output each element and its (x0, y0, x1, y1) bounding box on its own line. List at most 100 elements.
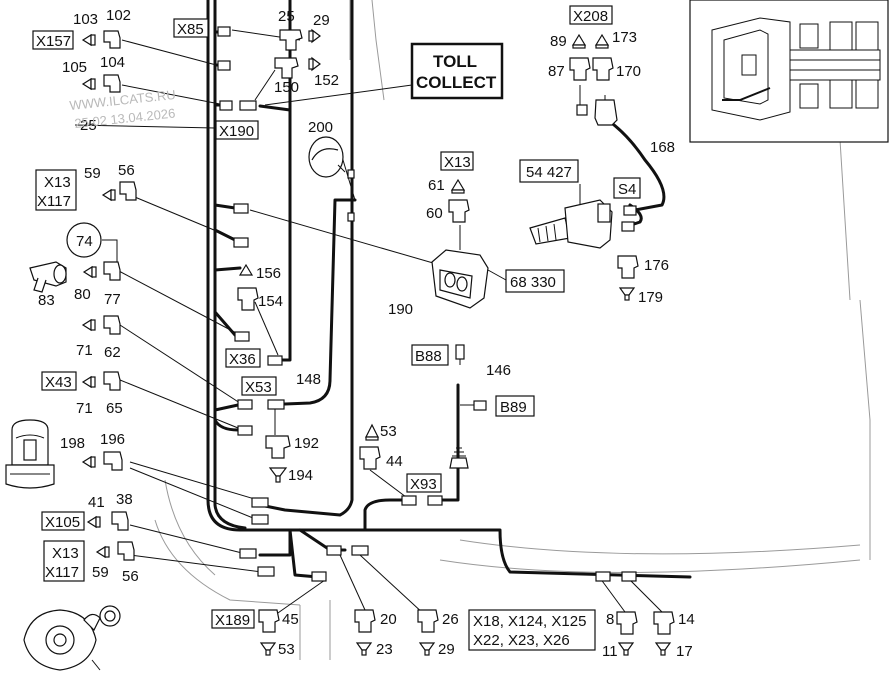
svg-text:8: 8 (606, 611, 614, 628)
boxed-label-x13-c[interactable]: X13 (440, 151, 474, 171)
svg-text:61: 61 (428, 177, 445, 194)
boxed-label-x13-x117-a[interactable]: X13 X117 (35, 169, 77, 211)
svg-text:62: 62 (104, 344, 121, 361)
boxed-label-x85[interactable]: X85 (173, 18, 209, 38)
boxed-label-x53[interactable]: X53 (241, 376, 277, 396)
svg-text:87: 87 (548, 63, 565, 80)
main-harness (206, 0, 692, 579)
leaders (74, 29, 663, 616)
svg-text:156: 156 (256, 265, 281, 282)
callout-74 (66, 222, 102, 258)
housing-154-icon (237, 287, 259, 311)
watermark: WWW.ILCATS.RU 25.02 13.04.2026 (69, 87, 177, 131)
svg-text:25: 25 (80, 117, 97, 134)
pin-29-icon (308, 28, 321, 44)
svg-text:89: 89 (550, 33, 567, 50)
boxed-label-x189[interactable]: X189 (211, 609, 255, 629)
svg-text:X190: X190 (219, 123, 254, 140)
boxed-label-b89[interactable]: B89 (495, 395, 535, 417)
pin-71b-icon (81, 375, 96, 389)
housing-25-icon (279, 29, 303, 51)
boxed-label-54427[interactable]: 54 427 (519, 159, 579, 183)
boxed-label-x208[interactable]: X208 (569, 5, 613, 25)
svg-text:41: 41 (88, 494, 105, 511)
svg-text:X93: X93 (410, 476, 437, 493)
toll-collect-leader (264, 84, 413, 106)
svg-text:59: 59 (84, 165, 101, 182)
svg-text:TOLL: TOLL (433, 52, 477, 71)
switch-54427-icon (529, 184, 613, 249)
terminal-29b-icon (418, 642, 436, 656)
housing-104-icon (103, 74, 121, 93)
harness-connectors (217, 26, 637, 582)
boxed-label-x93[interactable]: X93 (406, 473, 442, 493)
pin-105-icon (81, 77, 96, 91)
pin-103-icon (81, 33, 96, 47)
housing-56b-icon (117, 541, 135, 561)
svg-text:56: 56 (118, 162, 135, 179)
svg-text:103: 103 (73, 11, 98, 28)
terminal-11-icon (617, 642, 635, 656)
svg-text:53: 53 (278, 641, 295, 658)
svg-text:54 427: 54 427 (526, 164, 572, 181)
svg-text:173: 173 (612, 29, 637, 46)
connector-symbols (81, 28, 675, 656)
svg-text:X53: X53 (245, 379, 272, 396)
svg-text:20: 20 (380, 611, 397, 628)
boxed-label-s4[interactable]: S4 (613, 177, 641, 199)
svg-text:11: 11 (602, 643, 618, 660)
housing-62-icon (103, 315, 121, 335)
boxed-label-b88[interactable]: B88 (411, 344, 449, 366)
pin-41-icon (86, 515, 101, 529)
svg-text:X43: X43 (45, 374, 72, 391)
svg-text:X13: X13 (44, 174, 71, 191)
housing-20-icon (354, 609, 376, 633)
pin-71a-icon (81, 318, 96, 332)
sensor-83-icon (29, 261, 67, 293)
terminal-194-icon (268, 467, 288, 483)
part-numbers: 103 102 105 104 25 29 150 152 25 200 59 … (38, 7, 695, 660)
svg-text:56: 56 (122, 568, 139, 585)
grommet-icon (452, 447, 466, 457)
svg-text:105: 105 (62, 59, 87, 76)
boxed-label-68330[interactable]: 68 330 (505, 269, 565, 293)
svg-text:B88: B88 (415, 348, 442, 365)
svg-text:X117: X117 (37, 193, 71, 210)
toll-collect-callout[interactable]: TOLL COLLECT (410, 42, 504, 100)
switch-200-icon (308, 136, 346, 178)
housing-56-icon (119, 181, 137, 201)
svg-text:200: 200 (308, 119, 333, 136)
svg-text:X208: X208 (573, 8, 608, 25)
pin-152-icon (308, 56, 321, 72)
housing-170-icon (592, 57, 614, 81)
housing-87-icon (569, 57, 591, 81)
svg-text:179: 179 (638, 289, 663, 306)
svg-text:X13: X13 (444, 154, 471, 171)
svg-text:152: 152 (314, 72, 339, 89)
boxed-label-x157[interactable]: X157 (32, 30, 74, 50)
svg-text:44: 44 (386, 453, 403, 470)
svg-text:X157: X157 (36, 33, 71, 50)
svg-text:192: 192 (294, 435, 319, 452)
svg-text:198: 198 (60, 435, 85, 452)
boxed-label-x190[interactable]: X190 (215, 120, 259, 140)
housing-44-icon (359, 446, 381, 470)
svg-text:26: 26 (442, 611, 459, 628)
boxed-label-x13-x117-b[interactable]: X13 X117 (43, 540, 85, 582)
svg-text:68 330: 68 330 (510, 274, 556, 291)
svg-text:80: 80 (74, 286, 91, 303)
boxed-label-x105[interactable]: X105 (41, 511, 85, 531)
svg-text:146: 146 (486, 362, 511, 379)
svg-text:168: 168 (650, 139, 675, 156)
svg-text:71: 71 (76, 342, 93, 359)
pin-59b-icon (95, 545, 110, 559)
boxed-label-x36[interactable]: X36 (225, 348, 261, 368)
boxed-label-group[interactable]: X18, X124, X125 X22, X23, X26 (468, 609, 596, 651)
pin-156-icon (238, 263, 254, 276)
boxed-label-x43[interactable]: X43 (41, 371, 77, 391)
pin-198-icon (81, 455, 96, 469)
svg-text:23: 23 (376, 641, 393, 658)
svg-text:38: 38 (116, 491, 133, 508)
pin-61-icon (450, 178, 466, 194)
svg-text:83: 83 (38, 292, 55, 309)
